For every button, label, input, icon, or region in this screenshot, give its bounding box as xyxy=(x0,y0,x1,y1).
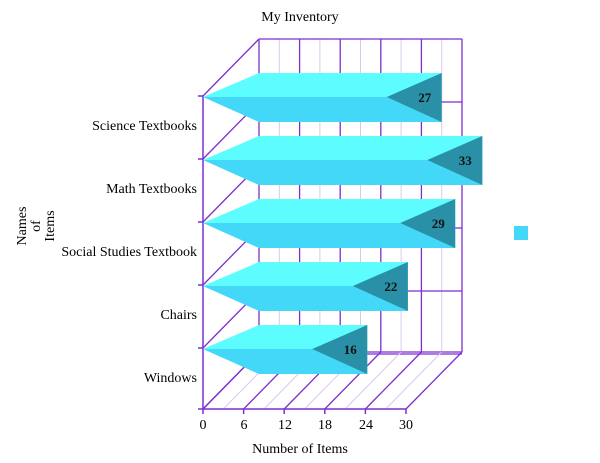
category-label: Windows xyxy=(143,371,197,386)
x-tick-label: 6 xyxy=(240,418,248,433)
x-tick-label: 18 xyxy=(318,418,332,433)
chart-title: My Inventory xyxy=(261,10,339,25)
bar-value-label: 29 xyxy=(432,216,446,231)
x-tick-label: 30 xyxy=(399,418,413,433)
x-tick-label: 24 xyxy=(359,418,373,433)
x-tick-label: 12 xyxy=(278,418,292,433)
y-axis-title: Names of Items xyxy=(15,206,58,246)
category-label: Math Textbooks xyxy=(106,182,197,197)
bar-value-label: 33 xyxy=(459,153,473,168)
x-tick-label: 0 xyxy=(199,418,207,433)
category-label: Social Studies Textbook xyxy=(61,245,197,260)
category-label: Science Textbooks xyxy=(92,119,197,134)
bar-value-label: 22 xyxy=(384,279,397,294)
legend-swatch xyxy=(514,226,528,240)
category-label: Chairs xyxy=(160,308,197,323)
x-axis-title: Number of Items xyxy=(252,442,348,457)
bar-value-label: 16 xyxy=(344,342,358,357)
bar-value-label: 27 xyxy=(418,90,432,105)
